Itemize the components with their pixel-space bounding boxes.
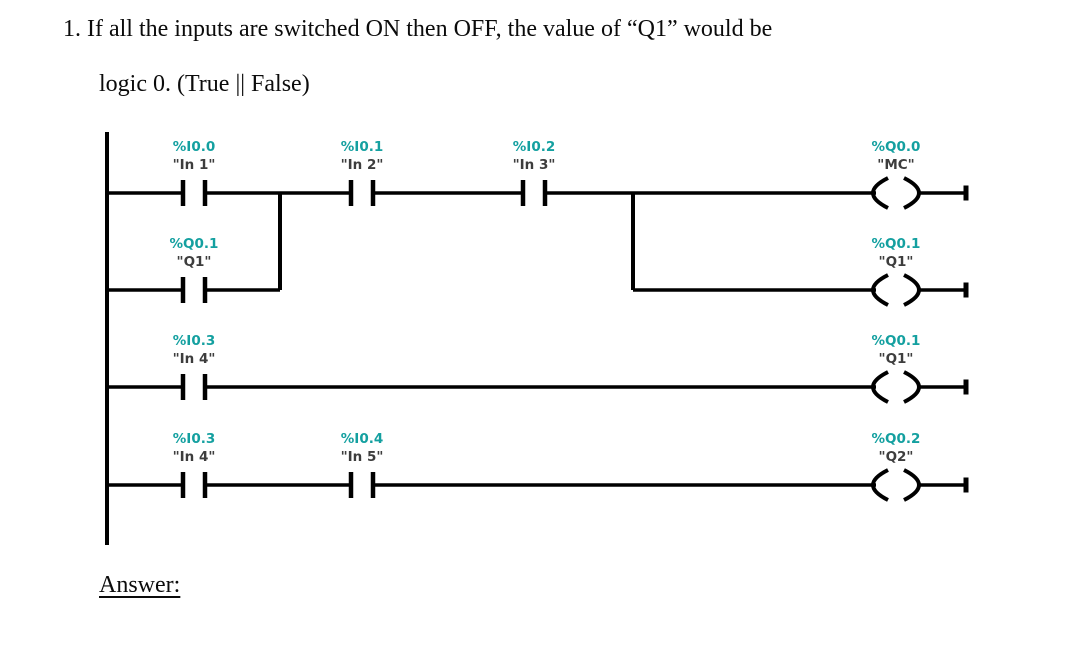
coil-right-paren [903,273,921,307]
no-contact-in2: %I0.1 "In 2" [341,139,384,206]
no-contact-in3: %I0.2 "In 3" [513,139,556,206]
coil-q1: %Q0.1 "Q1" [871,333,921,404]
operand-name: "Q1" [879,351,914,367]
operand-name: "In 5" [341,449,384,465]
coil-q1-parallel: %Q0.1 "Q1" [871,236,921,307]
rung-3: %I0.3 "In 4" %I0.4 "In 5" %Q0.2 "Q2" [107,431,969,502]
operand-name: "In 4" [173,351,216,367]
coil-right-paren [903,468,921,502]
operand-address: %Q0.1 [872,333,921,349]
coil-right-paren [903,370,921,404]
question-text-line1: 1. If all the inputs are switched ON the… [63,16,773,42]
operand-address: %Q0.2 [872,431,921,447]
coil-q2: %Q0.2 "Q2" [871,431,921,502]
operand-name: "MC" [877,157,914,173]
rung-1: %I0.0 "In 1" %I0.1 "In 2" %I0.2 "In 3" [107,139,969,210]
operand-address: %I0.0 [173,139,215,155]
operand-address: %I0.3 [173,431,215,447]
no-contact-in1: %I0.0 "In 1" [173,139,216,206]
question-text-line2: logic 0. (True || False) [99,71,310,97]
coil-left-paren [871,273,889,307]
coil-mc: %Q0.0 "MC" [871,139,921,210]
operand-address: %Q0.0 [872,139,921,155]
coil-left-paren [871,176,889,210]
operand-address: %Q0.1 [872,236,921,252]
operand-address: %Q0.1 [170,236,219,252]
answer-label: Answer: [99,572,181,598]
no-contact-q1: %Q0.1 "Q1" [170,236,219,303]
operand-name: "Q2" [879,449,914,465]
coil-left-paren [871,370,889,404]
operand-name: "Q1" [177,254,212,270]
no-contact-in4: %I0.3 "In 4" [173,333,216,400]
rung-1-parallel-branch: %Q0.1 "Q1" %Q0.1 "Q1" [107,236,969,307]
no-contact-in5: %I0.4 "In 5" [341,431,384,498]
coil-right-paren [903,176,921,210]
operand-name: "In 3" [513,157,556,173]
operand-address: %I0.2 [513,139,555,155]
no-contact-in4-b: %I0.3 "In 4" [173,431,216,498]
coil-left-paren [871,468,889,502]
operand-address: %I0.3 [173,333,215,349]
rung-2: %I0.3 "In 4" %Q0.1 "Q1" [107,333,969,404]
operand-name: "In 4" [173,449,216,465]
operand-address: %I0.4 [341,431,383,447]
operand-name: "Q1" [879,254,914,270]
operand-name: "In 2" [341,157,384,173]
operand-address: %I0.1 [341,139,383,155]
operand-name: "In 1" [173,157,216,173]
